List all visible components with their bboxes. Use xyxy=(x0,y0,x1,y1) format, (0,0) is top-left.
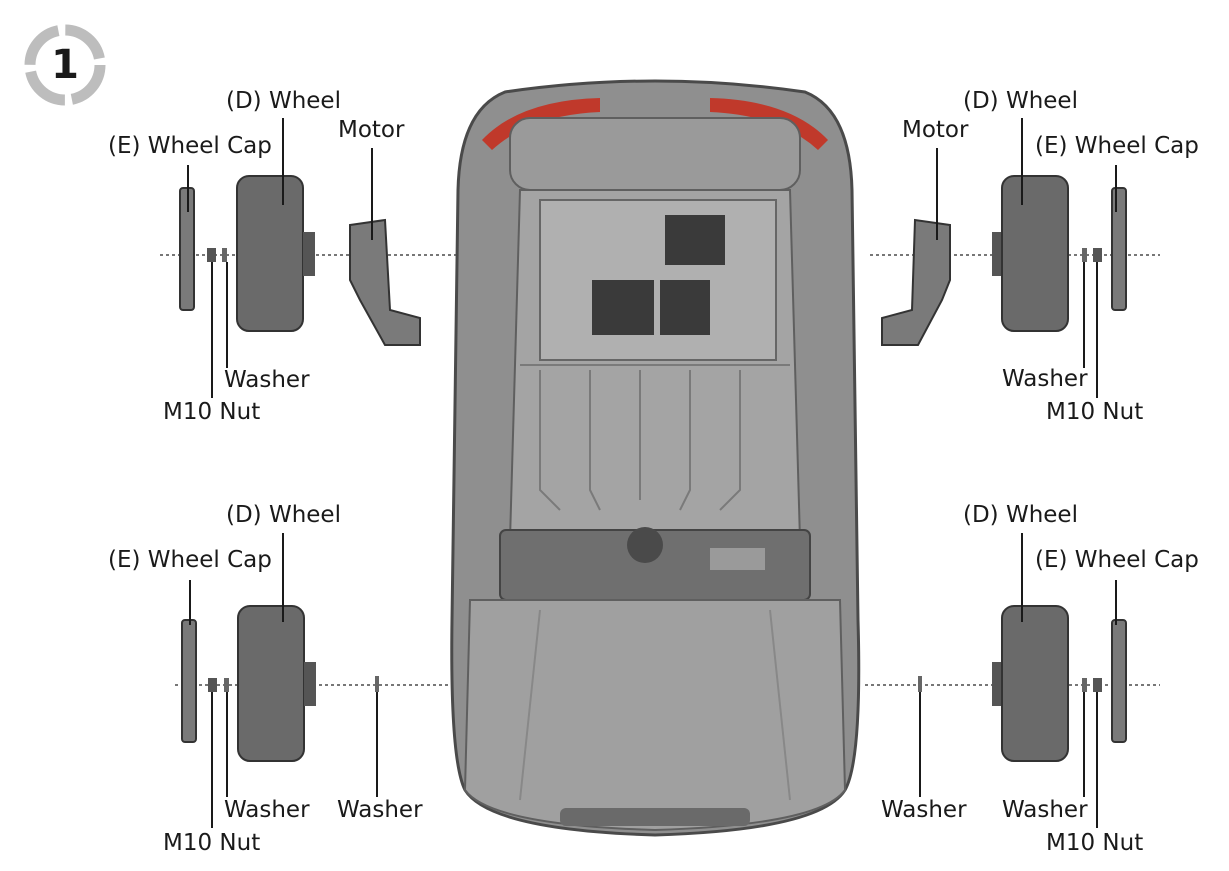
front-right-washer-label: Washer xyxy=(1002,366,1088,392)
inner-washer-icon xyxy=(375,676,379,692)
front-left-assembly xyxy=(179,175,421,346)
front-right-nut-label: M10 Nut xyxy=(1046,399,1144,425)
rear-left-wheel-label: (D) Wheel xyxy=(226,502,341,528)
motor-icon xyxy=(349,218,421,346)
front-right-motor-label: Motor xyxy=(902,117,969,143)
wheel-icon xyxy=(237,605,305,762)
control-box xyxy=(665,215,725,265)
rear-left-assembly xyxy=(181,605,379,762)
wheel-icon xyxy=(236,175,304,332)
battery-right xyxy=(660,280,710,335)
rear-right-wheel-cap-label: (E) Wheel Cap xyxy=(1035,547,1199,573)
rear-left-washer-label: Washer xyxy=(224,797,310,823)
wheel-cap-icon xyxy=(181,619,197,743)
wheel-hub xyxy=(304,662,316,706)
rear-deck xyxy=(509,117,801,191)
wheel-icon xyxy=(1001,605,1069,762)
rear-right-assembly xyxy=(918,605,1127,762)
washer-icon xyxy=(1082,248,1087,262)
rear-right-nut-label: M10 Nut xyxy=(1046,830,1144,856)
hood-crease-left xyxy=(519,609,541,801)
rear-left-wheel-cap-label: (E) Wheel Cap xyxy=(108,547,272,573)
washer-icon xyxy=(1082,678,1087,692)
motor-icon xyxy=(881,218,951,346)
leader-lines xyxy=(187,118,1117,828)
car-body xyxy=(450,79,861,837)
front-left-washer-label: Washer xyxy=(224,367,310,393)
hood xyxy=(463,599,847,832)
step-number: 1 xyxy=(51,42,79,88)
hood-crease-right xyxy=(769,609,791,801)
rear-right-wheel-label: (D) Wheel xyxy=(963,502,1078,528)
rear-left-inner-washer-label: Washer xyxy=(337,797,423,823)
wheel-cap-icon xyxy=(1111,187,1127,311)
front-right-wheel-label: (D) Wheel xyxy=(963,88,1078,114)
front-left-nut-label: M10 Nut xyxy=(163,399,261,425)
front-left-wheel-cap-label: (E) Wheel Cap xyxy=(108,133,272,159)
washer-icon xyxy=(224,678,229,692)
steering-column xyxy=(627,527,663,563)
rear-right-washer-label: Washer xyxy=(1002,797,1088,823)
front-right-assembly xyxy=(881,175,1127,346)
seat-area xyxy=(539,199,777,361)
front-right-wheel-cap-label: (E) Wheel Cap xyxy=(1035,133,1199,159)
grille xyxy=(560,808,750,826)
washer-icon xyxy=(222,248,227,262)
wheel-icon xyxy=(1001,175,1069,332)
front-left-motor-label: Motor xyxy=(338,117,405,143)
inner-washer-icon xyxy=(918,676,922,692)
nut-icon xyxy=(207,248,216,262)
nut-icon xyxy=(1093,248,1102,262)
tail-light-right xyxy=(710,98,828,150)
front-left-wheel-label: (D) Wheel xyxy=(226,88,341,114)
dash-label xyxy=(710,548,765,570)
nut-icon xyxy=(1093,678,1102,692)
battery-left xyxy=(592,280,654,335)
wheel-cap-icon xyxy=(1111,619,1127,743)
step-badge-icon xyxy=(24,24,106,106)
floor-ribs xyxy=(520,364,790,511)
rear-right-inner-washer-label: Washer xyxy=(881,797,967,823)
nut-icon xyxy=(208,678,217,692)
rear-left-nut-label: M10 Nut xyxy=(163,830,261,856)
tail-light-left xyxy=(482,98,600,150)
wheel-hub xyxy=(303,232,315,276)
